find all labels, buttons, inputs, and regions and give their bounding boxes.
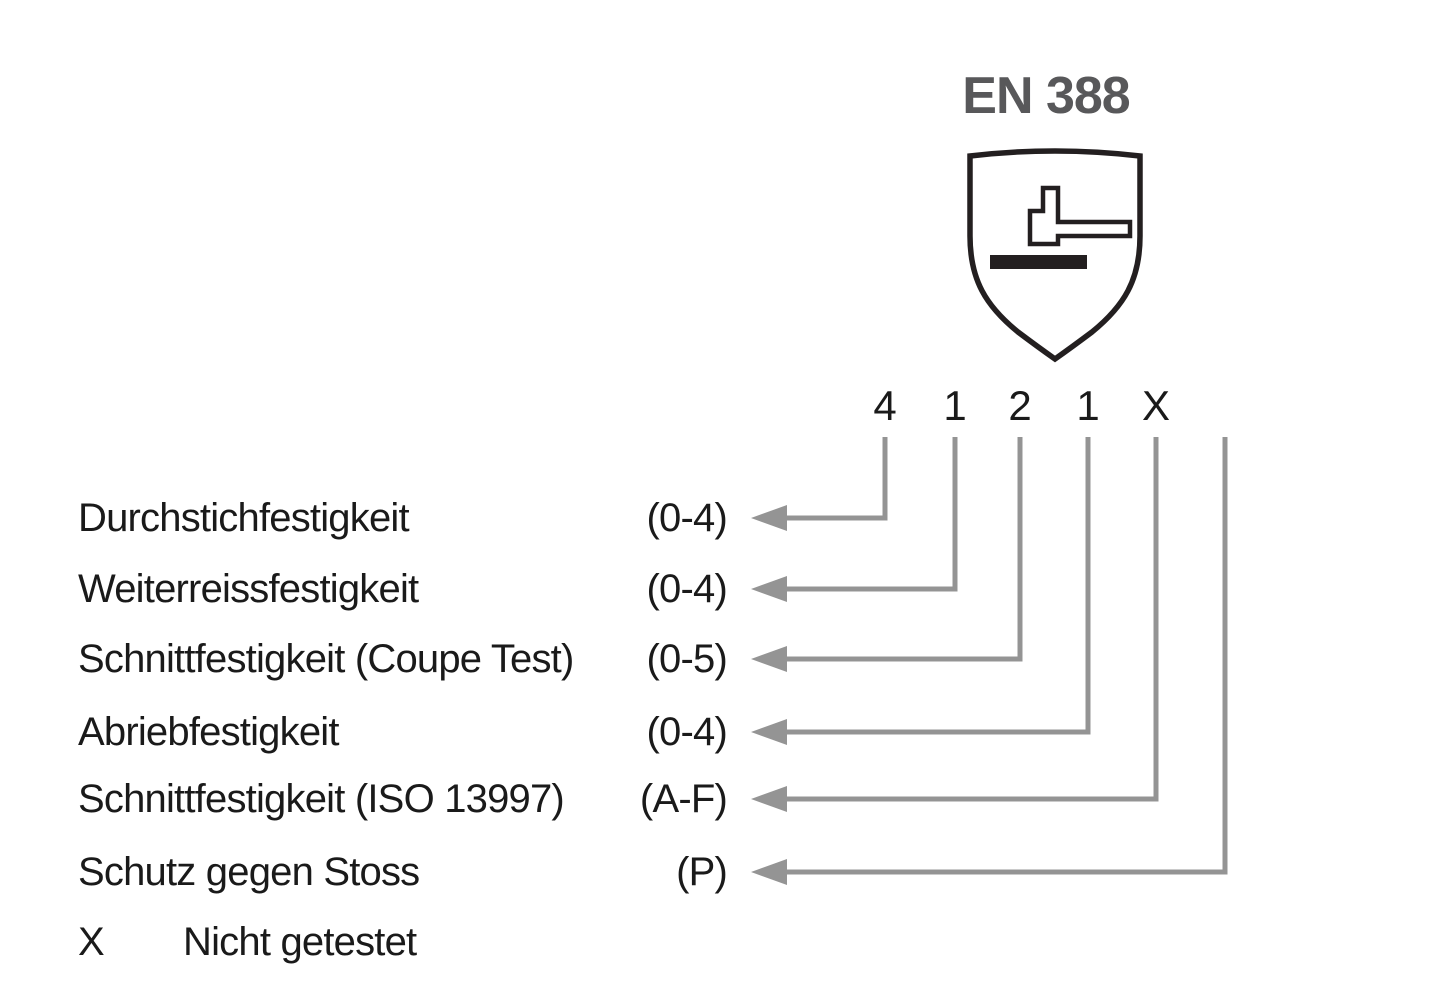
legend-text: Nicht getestet [183, 920, 417, 964]
property-range: (A-F) [639, 777, 728, 821]
connector-arrow [751, 437, 1091, 745]
property-label: Weiterreissfestigkeit [78, 567, 419, 611]
connector-arrow [751, 437, 1228, 885]
legend-symbol: X [78, 920, 105, 964]
rating-digit: X [1141, 382, 1170, 429]
property-range: (0-4) [646, 567, 728, 611]
property-label: Schnittfestigkeit (ISO 13997) [78, 777, 565, 821]
property-range: (P) [676, 850, 728, 894]
property-label: Abriebfestigkeit [78, 710, 339, 754]
rating-digit: 1 [1076, 382, 1100, 429]
connector-arrow [751, 437, 958, 602]
property-label: Schnittfestigkeit (Coupe Test) [78, 637, 574, 681]
rating-digit: 2 [1008, 382, 1032, 429]
rating-digit: 4 [873, 382, 897, 429]
property-range: (0-4) [646, 710, 728, 754]
property-range: (0-5) [646, 637, 728, 681]
connector-arrow [751, 437, 888, 531]
property-label: Durchstichfestigkeit [78, 496, 410, 540]
rating-digit: 1 [943, 382, 967, 429]
property-label: Schutz gegen Stoss [78, 850, 420, 894]
connector-arrow [751, 437, 1159, 812]
en388-shield-hammer-icon [967, 148, 1143, 363]
standard-title: EN 388 [962, 67, 1130, 125]
impact-surface-bar [990, 255, 1087, 269]
hammer-icon [1027, 185, 1133, 247]
property-range: (0-4) [646, 496, 728, 540]
connector-arrow [751, 437, 1023, 672]
